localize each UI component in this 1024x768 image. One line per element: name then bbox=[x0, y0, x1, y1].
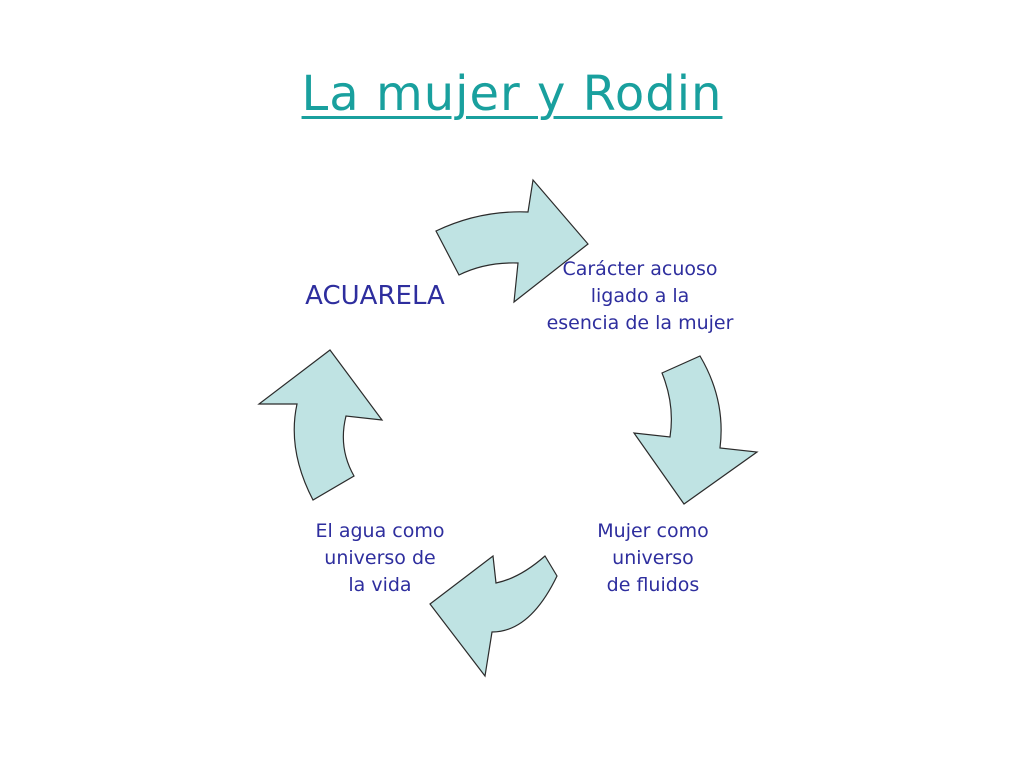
node-agua-vida: El agua como universo de la vida bbox=[285, 518, 475, 599]
node-mujer-fluidos: Mujer como universo de fluidos bbox=[558, 518, 748, 599]
node-mujer-line-2: universo bbox=[612, 547, 694, 569]
node-agua-line-1: El agua como bbox=[315, 520, 445, 542]
cycle-arrow-top bbox=[435, 178, 589, 304]
node-acuarela: ACUARELA bbox=[275, 278, 475, 314]
cycle-arrow-bottom bbox=[429, 554, 558, 678]
node-caracter-line-2: ligado a la bbox=[590, 285, 690, 307]
node-caracter-line-3: esencia de la mujer bbox=[546, 312, 734, 334]
cycle-arrow-right bbox=[632, 355, 759, 505]
node-agua-line-2: universo de bbox=[324, 547, 436, 569]
node-mujer-line-1: Mujer como bbox=[597, 520, 709, 542]
node-caracter-acuoso: Carácter acuoso ligado a la esencia de l… bbox=[520, 256, 760, 337]
node-mujer-line-3: de fluidos bbox=[606, 574, 700, 596]
node-acuarela-line: ACUARELA bbox=[305, 281, 445, 311]
slide-title: La mujer y Rodin bbox=[301, 66, 723, 122]
node-caracter-line-1: Carácter acuoso bbox=[562, 258, 718, 280]
cycle-arrow-left bbox=[257, 349, 384, 501]
node-agua-line-3: la vida bbox=[348, 574, 412, 596]
